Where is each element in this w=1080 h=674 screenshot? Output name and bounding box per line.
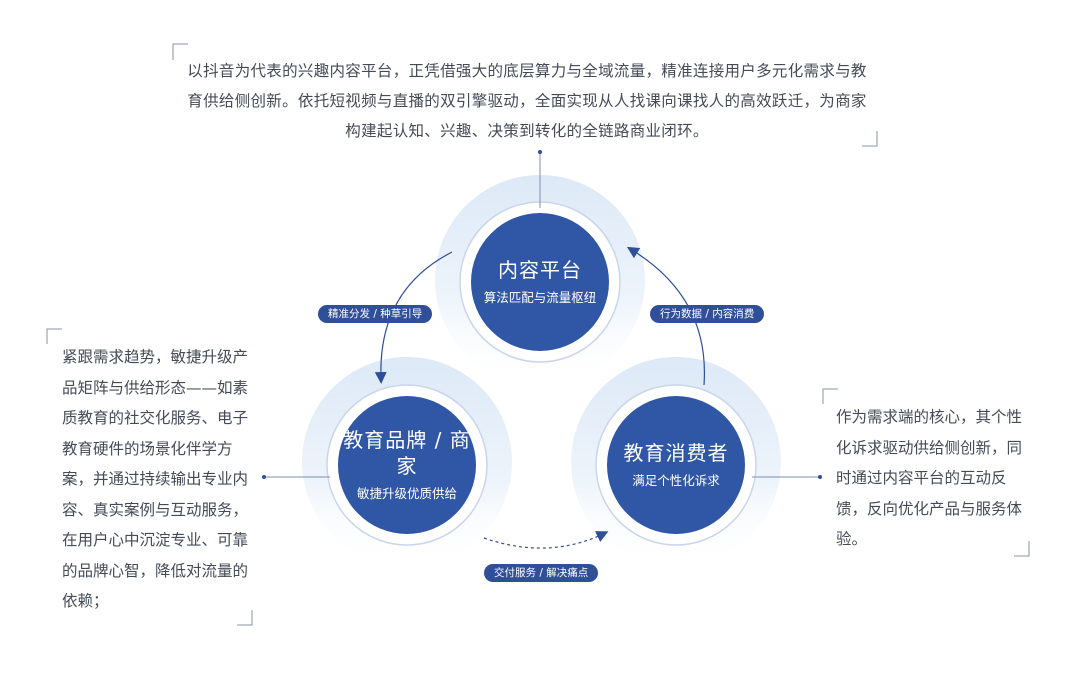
top-text-bracket-tl: [172, 43, 188, 60]
platform-description: 以抖音为代表的兴趣内容平台，正凭借强大的底层算力与全域流量，精准连接用户多元化需…: [187, 62, 867, 140]
right-text-bracket-tl: [822, 388, 838, 404]
top-text-bracket-br: [862, 131, 878, 147]
node-consumer: 教育消费者 满足个性化诉求: [607, 396, 745, 534]
node-consumer-title: 教育消费者: [623, 441, 729, 465]
platform-connector-dot: [538, 150, 542, 154]
left-text-bracket-tl: [46, 328, 62, 344]
node-platform: 内容平台 算法匹配与流量枢纽: [471, 213, 609, 351]
consumer-description: 作为需求端的核心，其个性化诉求驱动供给侧创新，同时通过内容平台的互动反馈，反向优…: [836, 408, 1023, 548]
left-arc-arrow: [374, 251, 453, 384]
node-brand-title: 教育品牌 / 商家: [343, 428, 471, 478]
node-brand-subtitle: 敏捷升级优质供给: [356, 486, 457, 501]
left-text-bracket-br: [237, 610, 253, 626]
node-platform-subtitle: 算法匹配与流量枢纽: [483, 290, 597, 305]
label-bottom-arrow: 交付服务 / 解决痛点: [484, 564, 599, 582]
label-right-arrow: 行为数据 / 内容消费: [650, 305, 765, 323]
right-text-bracket-br: [1014, 541, 1030, 557]
brand-description: 紧跟需求趋势，敏捷升级产品矩阵与供给形态——如素质教育的社交化服务、电子教育硬件…: [62, 348, 249, 610]
label-left-arrow: 精准分发 / 种草引导: [318, 305, 433, 323]
node-platform-title: 内容平台: [498, 258, 582, 282]
node-consumer-subtitle: 满足个性化诉求: [632, 473, 720, 488]
bottom-dashed-arrow: [483, 531, 609, 549]
node-brand: 教育品牌 / 商家 敏捷升级优质供给: [338, 396, 476, 534]
brand-connector-dot: [262, 475, 266, 479]
consumer-connector-dot: [818, 475, 822, 479]
